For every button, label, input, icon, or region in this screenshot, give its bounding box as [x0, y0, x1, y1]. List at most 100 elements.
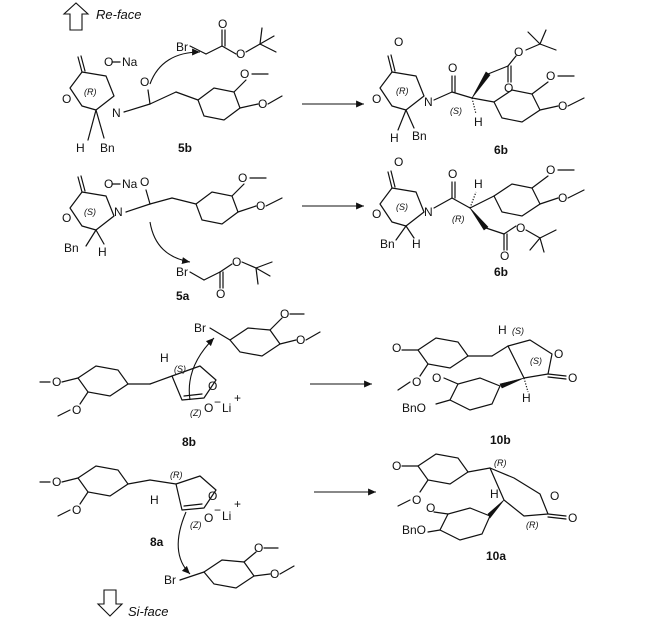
- atom-o: O: [546, 163, 555, 177]
- atom-o: O: [392, 341, 401, 355]
- atom-o: O: [448, 167, 457, 181]
- atom-bno: BnO: [402, 523, 426, 537]
- atom-o: O: [72, 403, 81, 417]
- atom-o: O: [52, 475, 61, 489]
- atom-h: H: [474, 177, 483, 191]
- atom-o: O: [236, 47, 245, 61]
- atom-o: O: [296, 333, 305, 347]
- atom-o: O: [258, 97, 267, 111]
- stereo-r: (R): [494, 458, 507, 468]
- atom-o: O: [554, 347, 563, 361]
- stereo-s: (S): [396, 202, 408, 212]
- atom-o: O: [558, 191, 567, 205]
- atom-o: O: [426, 501, 435, 515]
- atom-na: Na: [122, 177, 138, 191]
- atom-h: H: [474, 115, 483, 129]
- compound-10a: O O (R) H O O (R) O BnO 10a: [392, 453, 577, 563]
- atom-br: Br: [176, 40, 188, 54]
- compound-8a: O O (R) H O O − Li + (Z) 8a: [39, 465, 241, 549]
- compound-label-5a: 5a: [176, 289, 190, 303]
- atom-o: O: [208, 489, 217, 503]
- stereo-r: (R): [84, 87, 97, 97]
- compound-label-6b: 6b: [494, 265, 508, 279]
- atom-o: O: [550, 489, 559, 503]
- atom-o: O: [432, 371, 441, 385]
- compound-label-5b: 5b: [178, 141, 192, 155]
- charge-plus: +: [234, 391, 241, 405]
- down-open-arrow-icon: [96, 589, 124, 617]
- atom-n: N: [424, 205, 433, 219]
- atom-o: O: [232, 255, 241, 269]
- atom-o: O: [62, 211, 71, 225]
- compound-label-8b: 8b: [182, 435, 196, 449]
- si-face-indicator: Si-face: [96, 589, 168, 619]
- compound-label-8a: 8a: [150, 535, 164, 549]
- compound-label-10b: 10b: [490, 433, 511, 447]
- charge-minus: −: [214, 503, 221, 517]
- tert-butyl-bromoacetate-top: Br O O: [176, 17, 277, 61]
- compound-10b: O O H (S) O O (S) H O BnO 10b: [392, 323, 577, 447]
- curved-arrow-attack: [149, 48, 201, 85]
- charge-plus: +: [234, 497, 241, 511]
- atom-o: O: [104, 177, 113, 191]
- atom-h: H: [390, 131, 399, 145]
- atom-h: H: [150, 493, 159, 507]
- atom-o: O: [140, 175, 149, 189]
- curved-arrow-attack: [188, 337, 215, 401]
- atom-n: N: [112, 106, 121, 120]
- stereo-z: (Z): [190, 520, 202, 530]
- atom-li: Li: [222, 509, 231, 523]
- atom-o: O: [254, 541, 263, 555]
- atom-o: O: [546, 69, 555, 83]
- atom-bno: BnO: [402, 401, 426, 415]
- compound-8b: O O H (S) O O − Li + (Z) 8b: [39, 351, 241, 449]
- atom-o: O: [270, 567, 279, 581]
- curved-arrow-attack: [177, 511, 191, 575]
- si-face-label: Si-face: [128, 604, 168, 619]
- atom-o: O: [516, 221, 525, 235]
- stereo-s: (S): [84, 207, 96, 217]
- atom-n: N: [114, 205, 123, 219]
- tert-butyl-bromoacetate-middle: Br O O: [176, 255, 273, 301]
- atom-o: O: [412, 493, 421, 507]
- atom-o: O: [392, 459, 401, 473]
- curved-arrow-attack: [149, 221, 191, 265]
- benzyl-bromide-bottom: Br O O: [164, 541, 295, 589]
- up-open-arrow-icon: [62, 2, 90, 31]
- atom-na: Na: [122, 55, 138, 69]
- atom-h: H: [76, 141, 85, 155]
- atom-h: H: [490, 487, 499, 501]
- atom-o: O: [412, 375, 421, 389]
- stereo-r: (R): [396, 86, 409, 96]
- atom-bn: Bn: [100, 141, 115, 155]
- atom-o: O: [558, 99, 567, 113]
- atom-o: O: [72, 503, 81, 517]
- stereo-s: (S): [450, 106, 462, 116]
- atom-o: O: [448, 61, 457, 75]
- atom-li: Li: [222, 401, 231, 415]
- atom-h: H: [412, 237, 421, 251]
- atom-n: N: [424, 95, 433, 109]
- atom-o: O: [140, 75, 149, 89]
- atom-o-minus: O: [204, 511, 213, 525]
- stereo-s: (S): [530, 356, 542, 366]
- atom-bn: Bn: [64, 241, 79, 255]
- stereo-z: (Z): [190, 408, 202, 418]
- atom-o: O: [394, 155, 403, 169]
- atom-br: Br: [194, 321, 206, 335]
- compound-6b-top: O O N (R) H Bn O (S) H O O O O 6b: [372, 29, 585, 157]
- atom-h: H: [522, 391, 531, 405]
- atom-o: O: [208, 379, 217, 393]
- atom-o: O: [568, 371, 577, 385]
- compound-label-10a: 10a: [486, 549, 506, 563]
- atom-o: O: [256, 199, 265, 213]
- stereo-r: (R): [170, 470, 183, 480]
- benzyl-bromide-top: Br O O: [194, 307, 321, 357]
- atom-o-minus: O: [204, 401, 213, 415]
- stereo-r: (R): [452, 214, 465, 224]
- atom-o: O: [394, 35, 403, 49]
- stereo-s: (S): [174, 364, 186, 374]
- compound-label-6b: 6b: [494, 143, 508, 157]
- re-face-label: Re-face: [96, 7, 142, 22]
